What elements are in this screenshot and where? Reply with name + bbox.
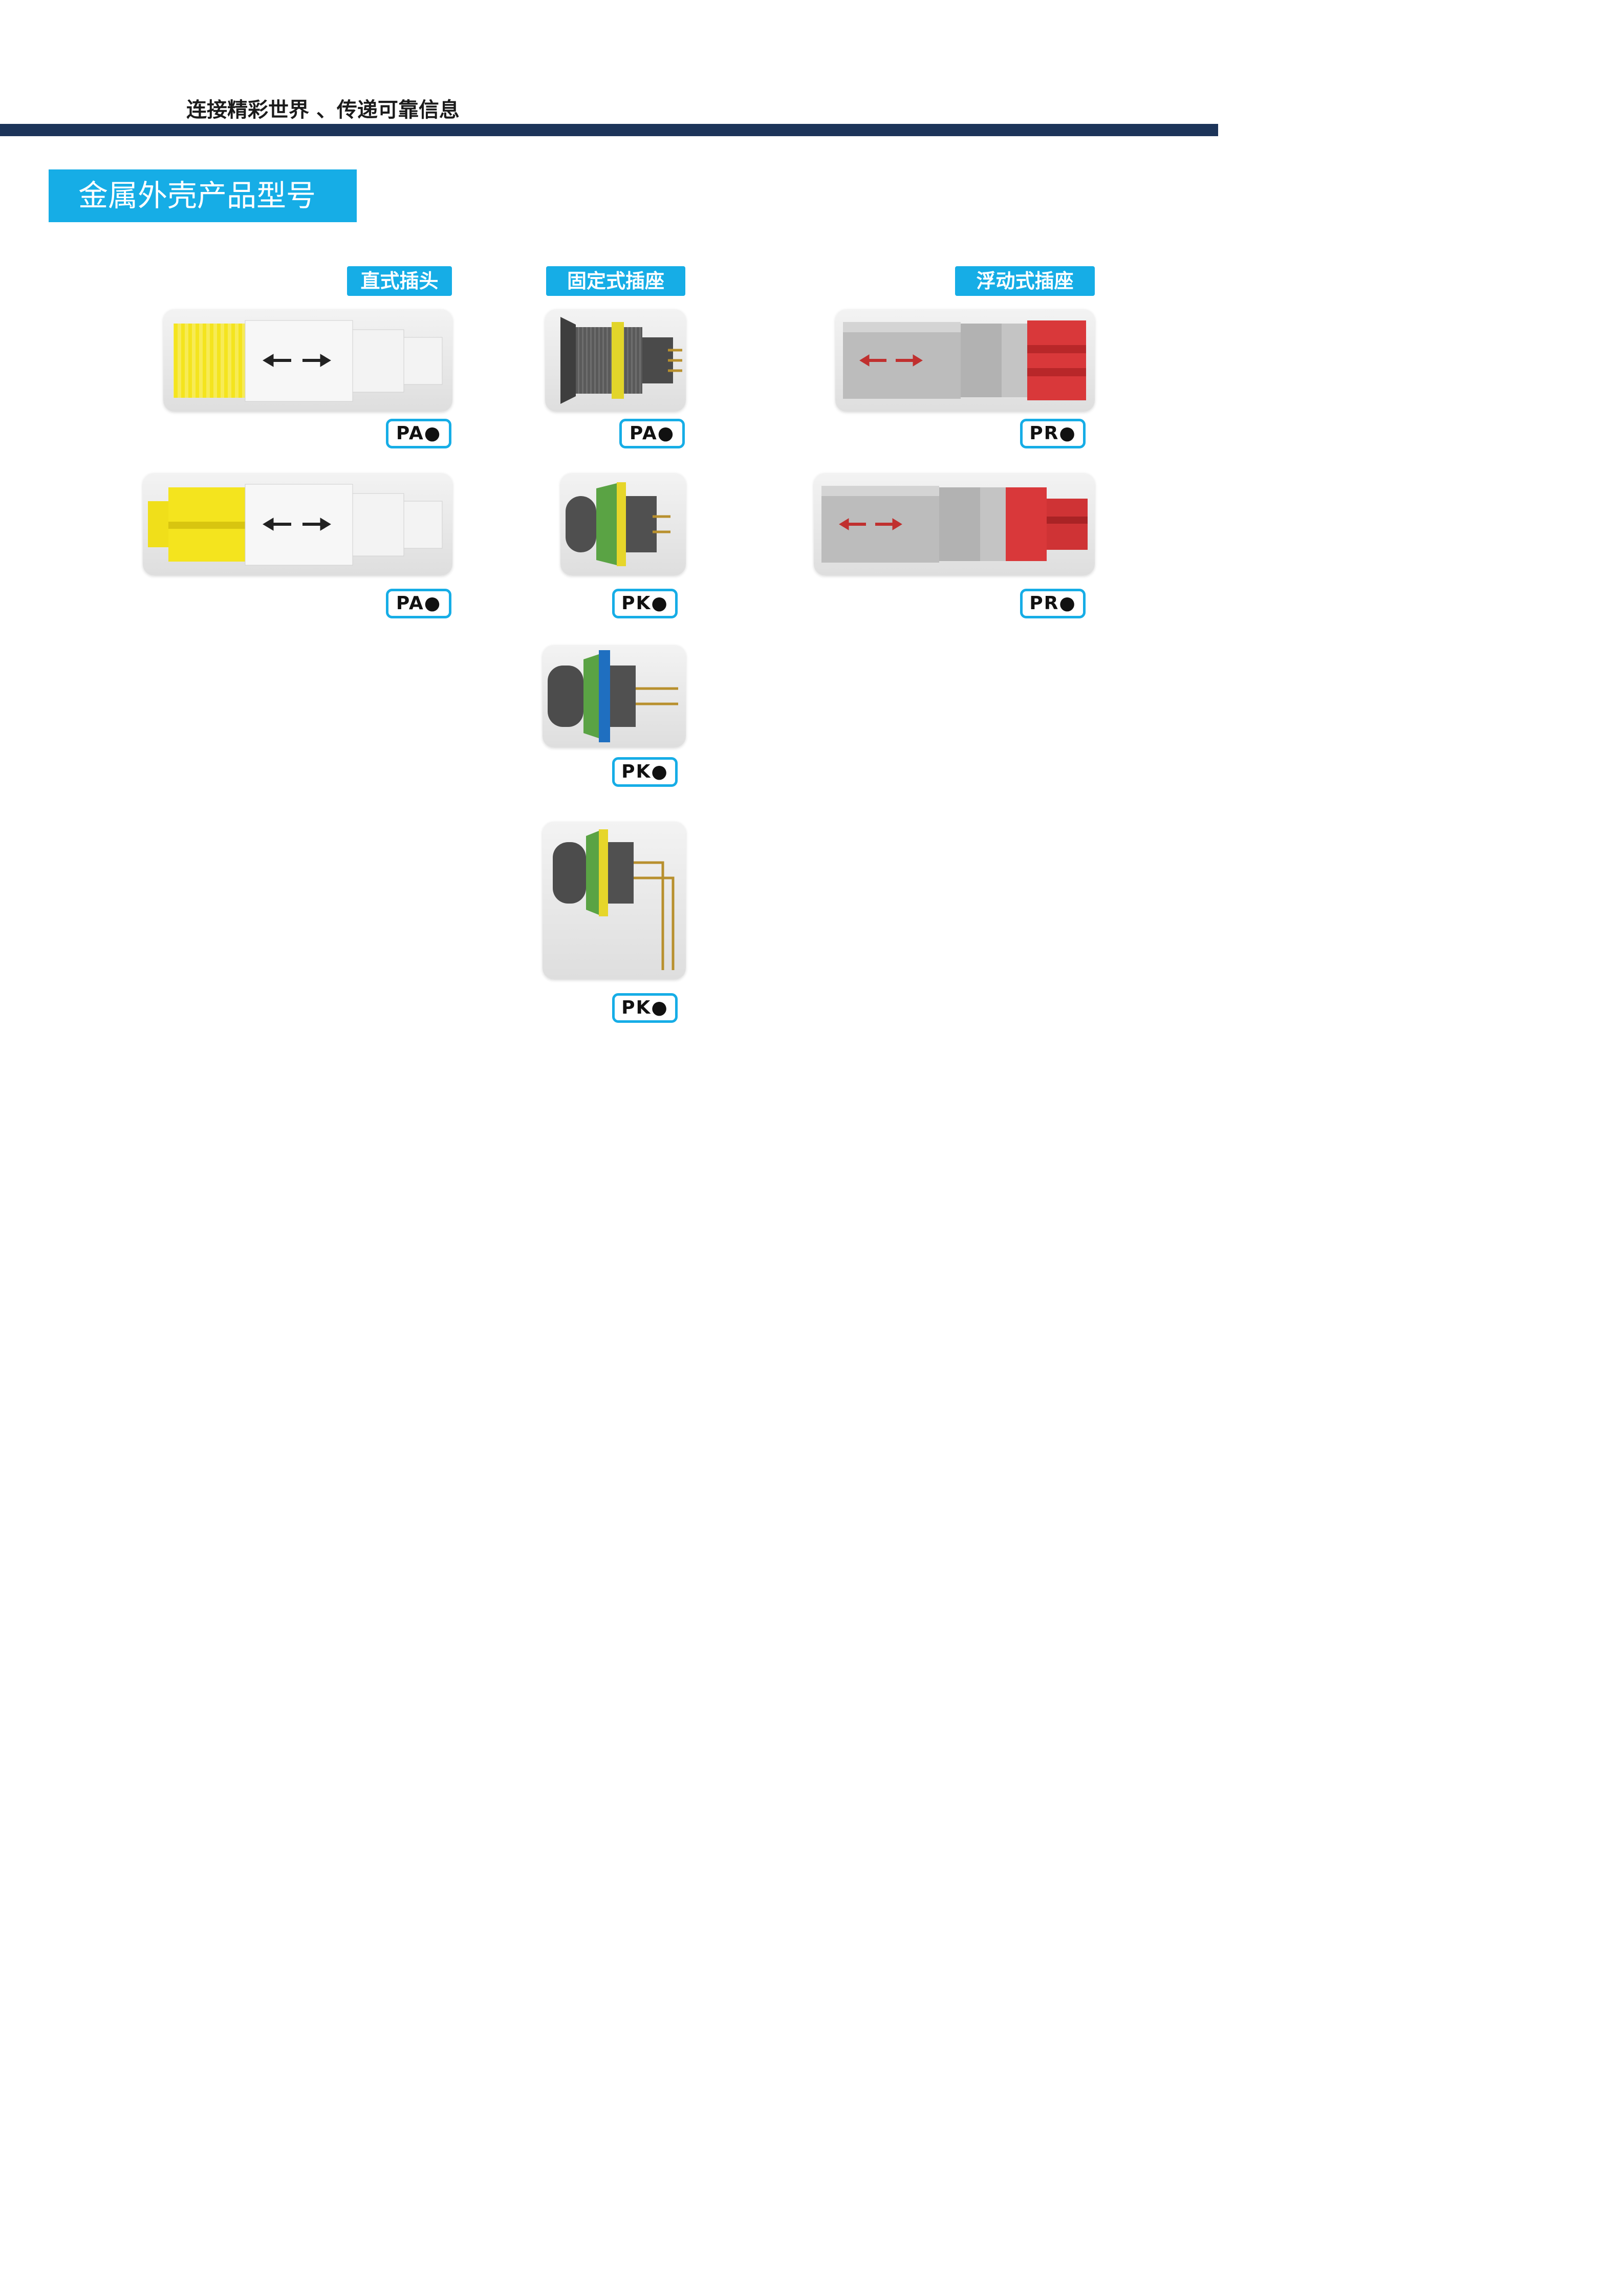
double-arrow-icon	[839, 518, 902, 530]
double-arrow-icon	[263, 354, 331, 367]
double-arrow-icon	[859, 354, 923, 367]
product-code-straight-plug-1: PA●	[386, 419, 451, 448]
product-code-fixed-socket-4: PK●	[612, 993, 678, 1023]
product-code-fixed-socket-3: PK●	[612, 757, 678, 787]
category-straight-plug: 直式插头	[347, 266, 452, 296]
product-image-floating-socket-1	[835, 309, 1095, 412]
product-image-straight-plug-2	[143, 473, 452, 575]
product-code-straight-plug-2: PA●	[386, 589, 451, 618]
category-floating-socket: 浮动式插座	[955, 266, 1095, 296]
product-image-floating-socket-2	[814, 473, 1095, 575]
category-fixed-socket: 固定式插座	[546, 266, 685, 296]
double-arrow-icon	[263, 518, 331, 531]
product-image-fixed-socket-2	[560, 473, 686, 575]
header-tagline: 连接精彩世界 、传递可靠信息	[186, 98, 460, 122]
section-title: 金属外壳产品型号	[49, 169, 357, 222]
product-image-fixed-socket-3	[543, 645, 686, 747]
product-code-floating-socket-2: PR●	[1020, 589, 1086, 618]
product-code-fixed-socket-2: PK●	[612, 589, 678, 618]
product-code-fixed-socket-1: PA●	[619, 419, 685, 448]
product-image-fixed-socket-4	[543, 822, 686, 979]
product-code-floating-socket-1: PR●	[1020, 419, 1086, 448]
product-image-fixed-socket-1	[545, 309, 686, 412]
header-bar	[0, 124, 1218, 136]
product-image-straight-plug-1	[163, 309, 452, 412]
